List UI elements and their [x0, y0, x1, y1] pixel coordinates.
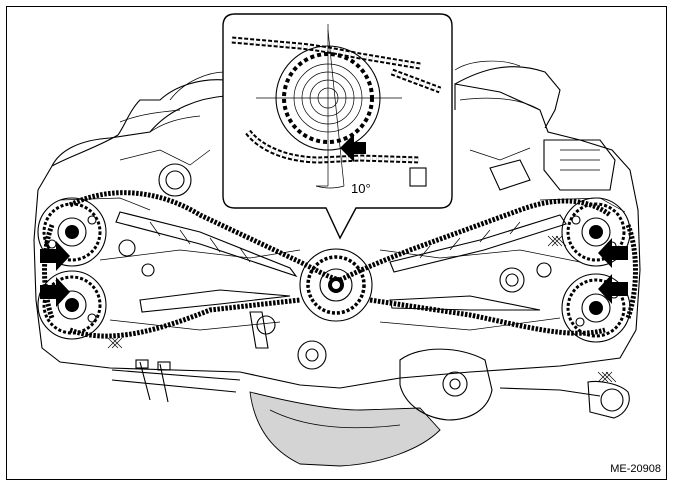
hatch-marks [107, 235, 617, 383]
figure-id: ME-20908 [610, 463, 661, 475]
detail-callout [222, 13, 453, 240]
arrow-right-lower [598, 274, 628, 304]
cam-sprocket-left-upper [37, 197, 107, 267]
arrow-right-upper [598, 238, 628, 268]
arrow-left-upper [40, 241, 70, 271]
coolant-pipes [111, 359, 241, 403]
figure-border [6, 6, 667, 480]
timing-chain-left [42, 190, 341, 339]
crank-sprocket [299, 248, 373, 322]
timing-chain-right [338, 198, 638, 336]
angle-label: 10° [351, 181, 371, 196]
water-pump [399, 348, 630, 421]
oil-pan [249, 391, 441, 467]
arrow-detail [340, 134, 366, 162]
cam-sprocket-right-lower [561, 273, 631, 343]
arrow-left-lower [40, 277, 70, 307]
chain-guides [115, 211, 567, 313]
